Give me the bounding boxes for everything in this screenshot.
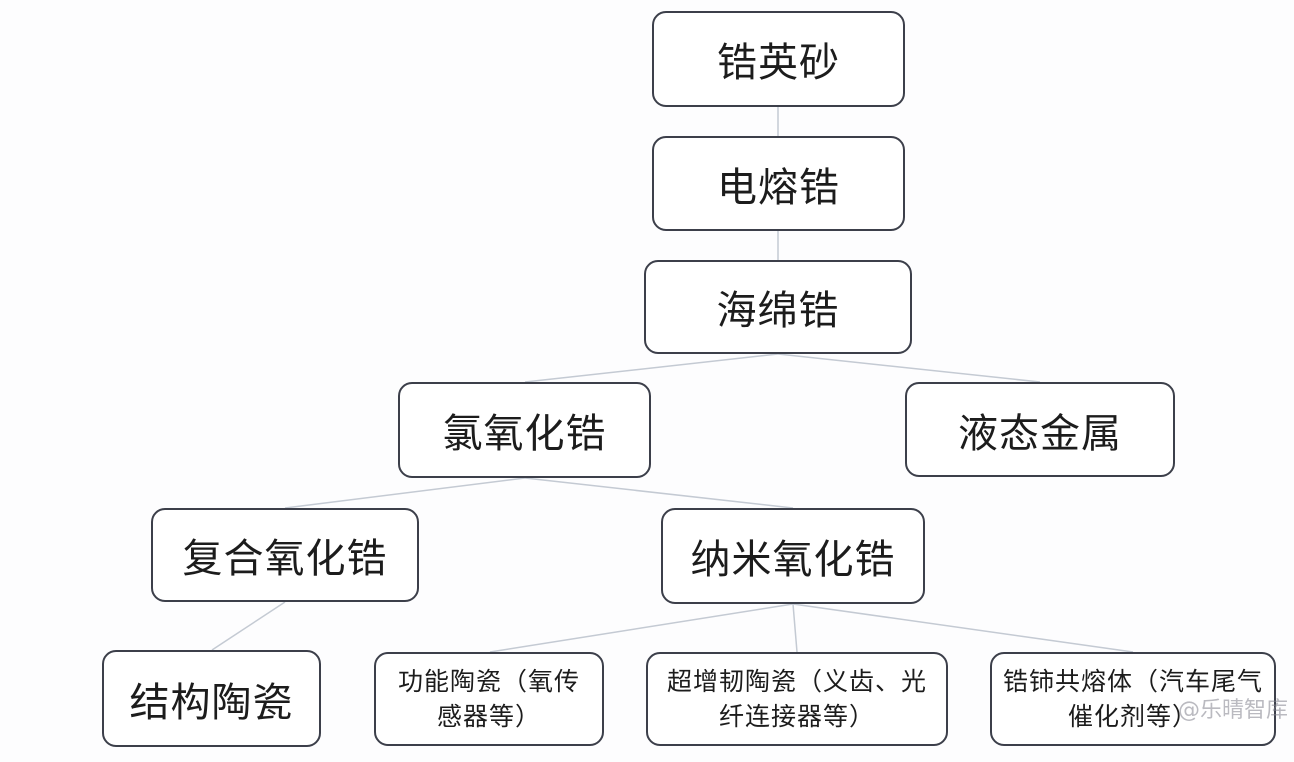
node-nano-zirconia: 纳米氧化锆 <box>661 508 925 604</box>
node-fused-zirconia: 电熔锆 <box>652 136 905 231</box>
node-zr-ce-solid-solution: 锆铈共熔体（汽车尾气催化剂等） <box>990 652 1276 746</box>
edge-oxychloride-to-composite <box>284 477 526 509</box>
edge-sponge-to-oxychloride <box>524 353 779 383</box>
node-structural-ceramics: 结构陶瓷 <box>102 650 321 747</box>
edge-sponge-to-liquid-metal <box>777 353 1041 383</box>
edge-nano-to-solid-solution <box>792 603 1134 653</box>
watermark: @乐晴智库 <box>1177 698 1288 723</box>
node-toughened-ceramics: 超增韧陶瓷（义齿、光纤连接器等） <box>646 652 948 746</box>
node-liquid-metal: 液态金属 <box>905 382 1175 477</box>
edge-composite-to-structural <box>211 601 286 651</box>
node-sponge-zirconium: 海绵锆 <box>644 260 912 354</box>
edge-oxychloride-to-nano <box>524 477 794 509</box>
node-zirconium-oxychloride: 氯氧化锆 <box>398 382 651 478</box>
node-functional-ceramics: 功能陶瓷（氧传感器等） <box>374 652 604 746</box>
edge-nano-to-functional <box>489 603 794 653</box>
node-composite-zirconia: 复合氧化锆 <box>151 508 419 602</box>
edge-nano-to-toughened <box>792 603 798 653</box>
node-zircon-sand: 锆英砂 <box>652 11 905 107</box>
